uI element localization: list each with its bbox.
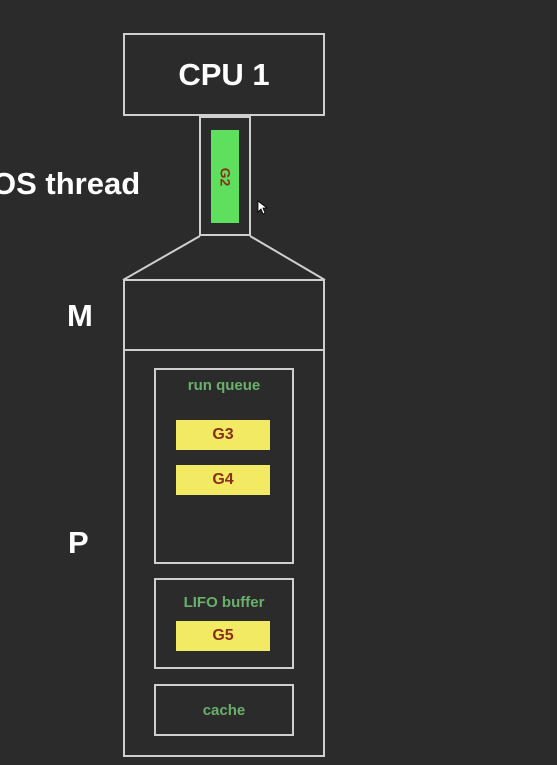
mouse-cursor-icon [257,200,269,215]
run-queue-title: run queue [187,377,261,394]
run-queue-box: run queue [154,368,294,564]
p-label: P [68,525,89,560]
lifo-buffer-title: LIFO buffer [183,594,265,611]
cache-title: cache [202,701,246,719]
queued-goroutine: G3 [176,420,270,450]
m-label: M [67,298,93,333]
cpu-box: CPU 1 [123,33,325,116]
cache-box: cache [154,684,294,736]
cpu-label: CPU 1 [178,56,270,92]
queued-goroutine: G4 [176,465,270,495]
running-goroutine: G2 [211,130,239,223]
os-thread-box: G2 [199,116,251,236]
m-box [123,279,325,351]
p-box [123,349,325,757]
os-thread-label: OS thread [0,166,141,201]
lifo-goroutine: G5 [176,621,270,651]
lifo-buffer-box: LIFO buffer [154,578,294,669]
running-goroutine-label: G2 [217,167,233,186]
